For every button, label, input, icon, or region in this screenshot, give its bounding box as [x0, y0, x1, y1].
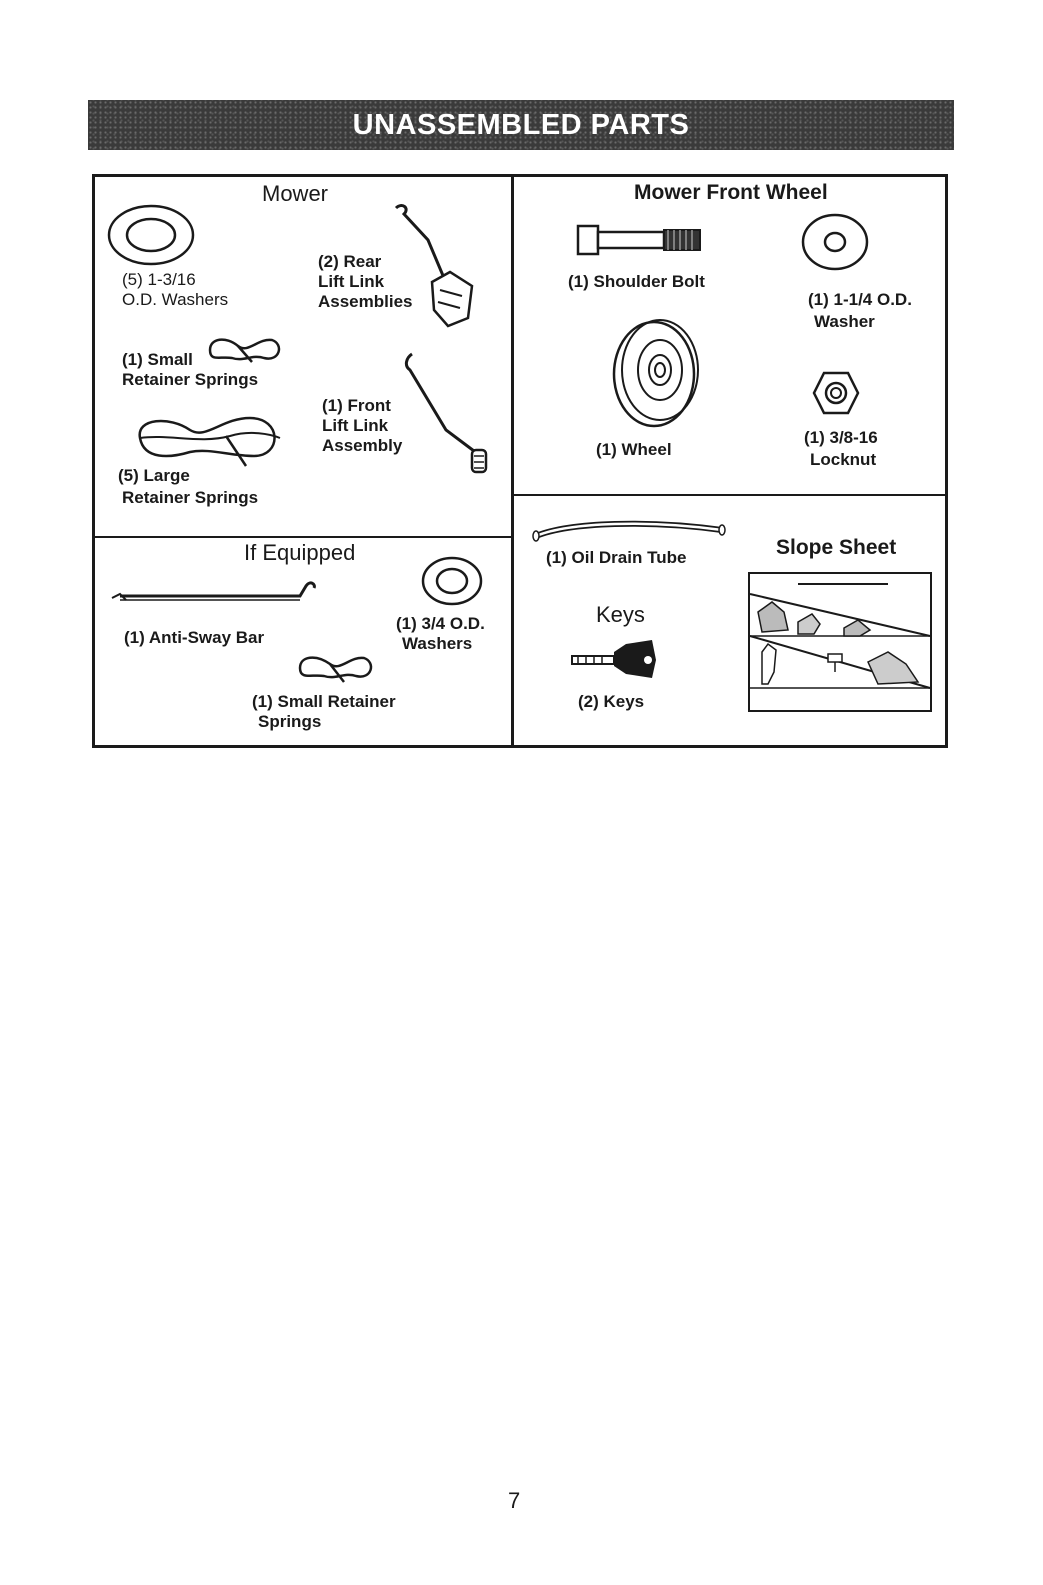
slope-sheet-title: Slope Sheet: [776, 536, 897, 559]
front-washer-qty: (1) 1-1/4 O.D.: [808, 290, 912, 309]
washer-icon: [107, 204, 195, 266]
section-banner: UNASSEMBLED PARTS: [88, 100, 954, 150]
small-spring-qty: (1) Small: [122, 350, 193, 369]
large-spring-icon: [138, 416, 281, 467]
front-link-line3: Assembly: [322, 436, 403, 455]
front-washer-label: Washer: [814, 312, 875, 331]
front-lift-link-icon: [404, 352, 488, 474]
front-wheel-title: Mower Front Wheel: [634, 181, 828, 204]
large-spring-label: Retainer Springs: [122, 488, 259, 507]
divider-right: [512, 494, 948, 496]
divider-left: [92, 536, 512, 538]
anti-sway-bar-icon: [111, 581, 316, 601]
front-link-line2: Lift Link: [322, 416, 389, 435]
anti-sway-label: (1) Anti-Sway Bar: [124, 628, 265, 647]
washer-icon-front: [801, 213, 869, 271]
front-link-qty: (1) Front: [322, 396, 391, 415]
divider-vertical: [511, 174, 514, 748]
small-spring-icon-equipped: [298, 656, 373, 683]
rear-link-line3: Assemblies: [318, 292, 413, 311]
equipped-spring-qty: (1) Small Retainer: [252, 692, 396, 711]
locknut-label: Locknut: [810, 450, 877, 469]
locknut-qty: (1) 3/8-16: [804, 428, 878, 447]
mower-title: Mower: [262, 181, 329, 206]
equipped-washers-label: Washers: [402, 634, 473, 653]
rear-lift-link-icon: [394, 204, 474, 328]
mower-washers-qty: (5) 1-3/16: [122, 270, 196, 289]
rear-link-qty: (2) Rear: [318, 252, 382, 271]
page-number: 7: [508, 1488, 521, 1513]
banner-title: UNASSEMBLED PARTS: [352, 108, 690, 141]
wheel-icon: [612, 319, 699, 428]
keys-label: (2) Keys: [578, 692, 645, 711]
parts-frame: [92, 174, 948, 748]
slope-sheet-image: [748, 572, 932, 712]
equipped-washers-qty: (1) 3/4 O.D.: [396, 614, 485, 633]
oil-drain-label: (1) Oil Drain Tube: [546, 548, 687, 567]
shoulder-bolt-label: (1) Shoulder Bolt: [568, 272, 705, 291]
shoulder-bolt-icon: [576, 224, 701, 256]
wheel-label: (1) Wheel: [596, 440, 672, 459]
rear-link-line2: Lift Link: [318, 272, 385, 291]
mower-washers-label: O.D. Washers: [122, 290, 229, 309]
if-equipped-title: If Equipped: [244, 540, 356, 565]
oil-drain-tube-icon: [532, 520, 726, 542]
key-icon: [571, 640, 656, 678]
locknut-icon: [812, 371, 860, 415]
large-spring-qty: (5) Large: [118, 466, 190, 485]
equipped-spring-label: Springs: [258, 712, 322, 731]
keys-title: Keys: [596, 602, 645, 627]
small-spring-label: Retainer Springs: [122, 370, 259, 389]
small-spring-icon: [208, 338, 281, 363]
washer-icon-small: [421, 556, 483, 606]
